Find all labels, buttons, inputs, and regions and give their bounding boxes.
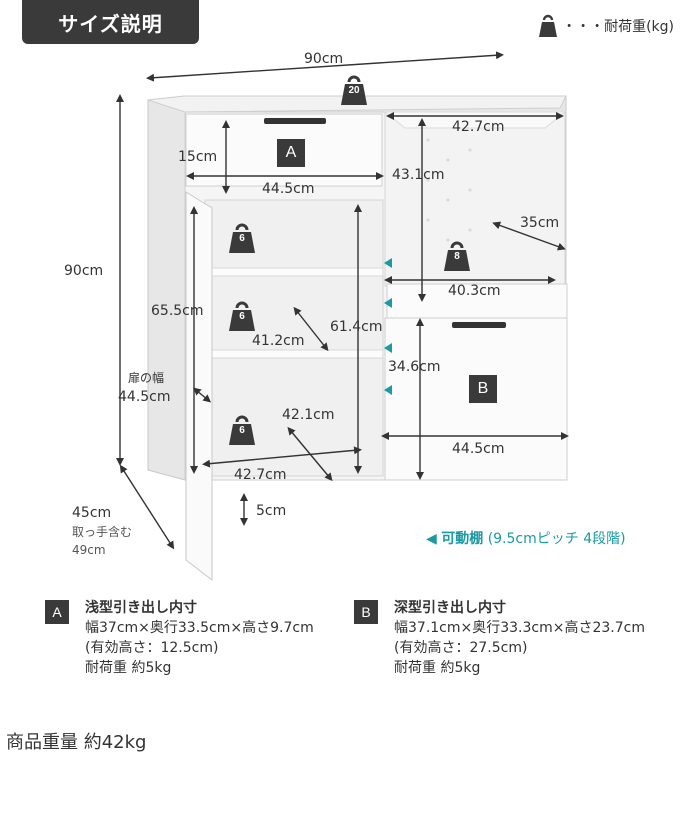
height-label: 90cm — [64, 263, 104, 279]
left-shelf-2 — [204, 349, 384, 359]
info-a-badge: A — [45, 600, 69, 624]
depth-note: 取っ手含む — [72, 525, 133, 539]
adjustable-shelf-markers — [384, 258, 392, 395]
drawer-b-handle — [452, 322, 506, 328]
depth-note-value: 49cm — [72, 543, 106, 557]
depth-label: 45cm — [72, 505, 112, 521]
bottom-width-label: 42.7cm — [234, 467, 287, 483]
product-weight: 商品重量 約42kg — [6, 732, 147, 753]
open-door — [185, 191, 213, 582]
left-height2-label: 61.4cm — [330, 319, 383, 335]
top-right-height-label: 43.1cm — [392, 167, 445, 183]
left-shelf-depth-label: 41.2cm — [252, 333, 305, 349]
top-right-width-label: 42.7cm — [452, 119, 505, 135]
top-right-depth-label: 35cm — [520, 215, 560, 231]
drawer-b-badge: B — [469, 375, 497, 403]
drawer-a-width-label: 44.5cm — [262, 181, 315, 197]
dimension-lines — [116, 51, 569, 550]
drawer-b-height-label: 34.6cm — [388, 359, 441, 375]
weight-legend: ・・・耐荷重(kg) — [538, 14, 674, 38]
right-shelf-width-label: 40.3cm — [448, 283, 501, 299]
plinth-label: 5cm — [256, 503, 287, 519]
weight-icon: 6 — [228, 222, 256, 254]
info-b: 深型引き出し内寸 幅37.1cm×奥行33.3cm×高さ23.7cm (有効高さ… — [394, 600, 645, 676]
door-width-label: 44.5cm — [118, 389, 171, 405]
info-a: 浅型引き出し内寸 幅37cm×奥行33.5cm×高さ9.7cm (有効高さ：12… — [85, 600, 314, 676]
weight-icon: 6 — [228, 300, 256, 332]
adjustable-shelf-note: ◀ 可動棚 (9.5cmピッチ 4段階) — [426, 531, 626, 547]
info-b-badge: B — [354, 600, 378, 624]
left-height-label: 65.5cm — [151, 303, 204, 319]
width-label: 90cm — [304, 51, 344, 67]
door-width-caption: 扉の幅 — [128, 371, 165, 385]
weight-icon: 6 — [228, 414, 256, 446]
weight-icon — [539, 14, 558, 37]
bottom-depth-label: 42.1cm — [282, 407, 335, 423]
weight-icon: 8 — [443, 240, 471, 272]
drawer-a-badge: A — [277, 139, 305, 167]
page-title: サイズ説明 — [22, 0, 199, 44]
drawer-a-handle — [264, 118, 326, 124]
left-shelf-1 — [204, 267, 384, 277]
drawer-b-width-label: 44.5cm — [452, 441, 505, 457]
weight-icon: 20 — [340, 74, 368, 106]
drawer-a-height-label: 15cm — [178, 149, 218, 165]
